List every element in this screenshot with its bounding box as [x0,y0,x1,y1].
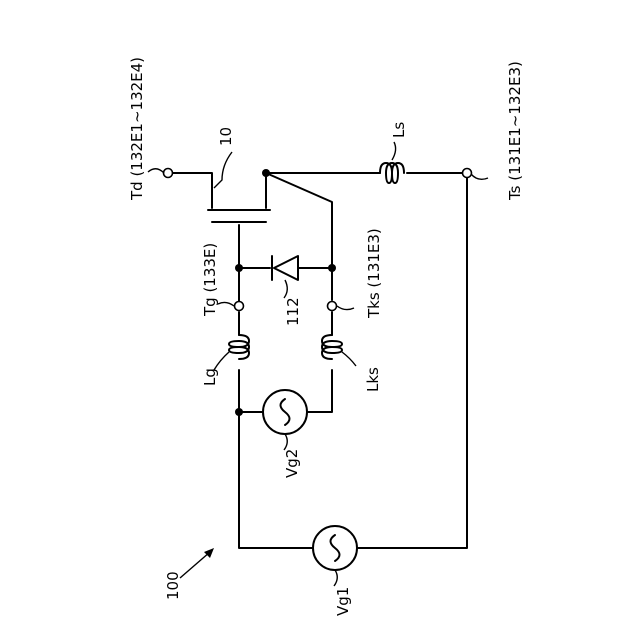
junction-dot [328,264,336,272]
source-vg1 [313,526,357,570]
label-tg: Tg (133E) [201,243,219,317]
leader-lines [148,142,488,586]
leader-ls [392,142,396,160]
label-element-10: 10 [217,127,235,146]
leader-lg [214,352,229,370]
inductor-lg [229,335,249,359]
wire-drain [168,173,212,208]
label-td: Td (132E1~132E4) [128,57,146,201]
label-vg2: Vg2 [283,449,301,478]
leader-vg1 [334,570,337,586]
leader-td [148,169,164,173]
wire-lg-bottom [239,370,262,412]
diode-triangle [274,256,298,280]
leader-tg [218,302,234,306]
label-lg: Lg [201,368,219,386]
label-ts: Ts (131E1~132E3) [506,61,524,201]
inductor-lks [322,335,342,359]
junction-dot [235,408,243,416]
source-vg2 [263,390,307,434]
leader-tks [337,306,354,310]
label-figure-100: 100 [164,571,182,600]
wires [168,173,467,548]
leader-112 [284,280,287,298]
leader-ts [471,174,488,179]
leader-lks [342,352,356,366]
transistor-element [208,210,270,222]
terminal-ts [463,169,472,178]
inductor-ls [380,163,404,183]
terminal-tks [328,302,337,311]
junction-dot [235,264,243,272]
terminal-tg [235,302,244,311]
terminal-td [164,169,173,178]
wire-kelvin-diagonal [266,173,332,268]
label-vg1: Vg1 [334,587,352,616]
label-diode-112: 112 [284,297,302,326]
diode-symbol [272,256,298,280]
leader-10 [214,152,232,188]
figure-ref-arrow [180,548,214,578]
wire-lks-bottom [308,370,332,412]
label-ls: Ls [390,122,408,138]
label-lks: Lks [364,367,382,392]
leader-vg2 [284,434,287,450]
junctions [235,169,336,416]
label-tks: Tks (131E3) [365,228,383,319]
junction-dot [262,169,270,177]
